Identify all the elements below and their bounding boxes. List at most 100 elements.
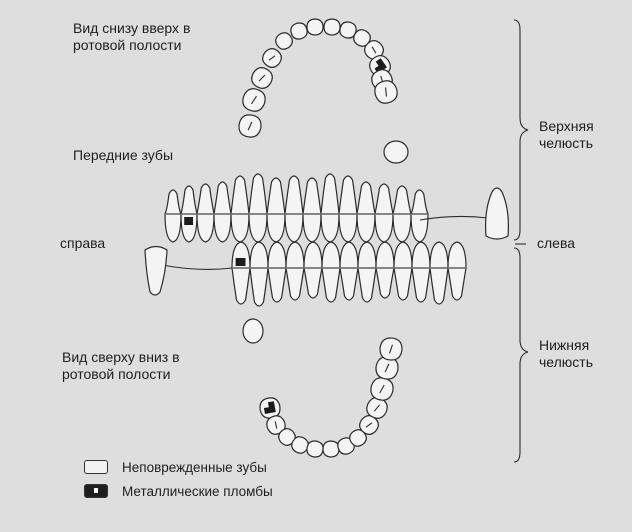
- upper-side-tooth: [410, 189, 429, 243]
- arch-tooth-groove: [373, 404, 381, 412]
- isolated-lower-molar: [144, 245, 168, 296]
- arch-tooth-groove: [384, 87, 388, 97]
- lower-side-tooth: [231, 241, 251, 305]
- intact-tooth-swatch: [84, 460, 108, 474]
- arch-tooth: [238, 114, 262, 138]
- lower-arch: [259, 337, 403, 458]
- upper-side-tooth-outline: [338, 175, 358, 243]
- lower-side-tooth-outline: [267, 241, 287, 303]
- upper-side-tooth-outline: [266, 177, 286, 243]
- lower-side-tooth-outline: [303, 241, 323, 299]
- arch-tooth: [323, 18, 341, 36]
- arch-tooth-groove: [379, 384, 385, 394]
- right-side-label: справа: [60, 235, 106, 251]
- arch-tooth: [242, 88, 266, 112]
- upper-side-tooth-outline: [302, 177, 322, 243]
- upper-side-tooth: [180, 185, 198, 243]
- upper-side-tooth: [284, 175, 304, 243]
- isolated-upper-molar: [485, 187, 509, 240]
- lower-side-tooth: [393, 241, 413, 301]
- metal-filling: [235, 258, 246, 266]
- upper-jaw-label: Верхняя челюсть: [539, 118, 594, 151]
- upper-side-tooth-outline: [230, 175, 250, 243]
- lower-side-tooth: [339, 241, 359, 301]
- lower-connector-line: [161, 264, 233, 270]
- upper-side-tooth: [302, 177, 322, 243]
- lower-side-tooth: [357, 241, 377, 303]
- upper-side-tooth: [196, 183, 215, 243]
- left-side-label: слева: [537, 235, 576, 251]
- upper-side-tooth-outline: [284, 175, 304, 243]
- lower-side-tooth: [285, 241, 305, 301]
- upper-side-tooth-outline: [196, 183, 215, 243]
- loose-upper-tooth: [383, 140, 409, 164]
- arch-tooth: [306, 18, 324, 36]
- lower-side-tooth-outline: [447, 241, 467, 301]
- upper-side-tooth-outline: [320, 173, 340, 243]
- metal-filling: [184, 217, 193, 225]
- upper-side-tooth-outline: [356, 181, 376, 243]
- upper-side-tooth-outline: [248, 173, 268, 243]
- upper-side-tooth: [266, 177, 286, 243]
- lower-side-tooth: [411, 241, 431, 303]
- lower-teeth-row: [231, 241, 467, 307]
- lower-jaw-label: Нижняя челюсть: [539, 337, 593, 370]
- upper-side-tooth-outline: [374, 183, 394, 243]
- upper-side-tooth-outline: [164, 189, 182, 243]
- arch-tooth-groove: [274, 421, 278, 429]
- arch-tooth-groove: [268, 55, 276, 61]
- arch-tooth-outline: [275, 32, 293, 50]
- upper-view-label: Вид снизу вверх в ротовой полости: [73, 20, 191, 53]
- upper-side-tooth: [164, 189, 182, 243]
- legend-intact: Неповрежденные зубы: [84, 457, 267, 477]
- extra-teeth: [144, 140, 509, 344]
- metal-filling: [374, 58, 387, 74]
- upper-side-tooth: [213, 181, 232, 243]
- lower-side-tooth-outline: [231, 241, 251, 305]
- upper-teeth-row: [164, 173, 429, 243]
- lower-side-tooth-outline: [429, 241, 449, 305]
- arch-tooth-groove: [258, 74, 266, 82]
- lower-side-tooth: [321, 241, 341, 303]
- arch-tooth-groove: [251, 95, 257, 105]
- arch-tooth-groove: [384, 363, 390, 373]
- metal-filling-swatch: [84, 484, 108, 498]
- upper-side-tooth-outline: [213, 181, 232, 243]
- upper-side-tooth: [392, 185, 412, 243]
- arch-tooth-outline: [306, 18, 324, 36]
- lower-side-tooth-outline: [321, 241, 341, 303]
- lower-side-tooth-outline: [411, 241, 431, 303]
- legend-metal-label: Металлические пломбы: [122, 483, 273, 499]
- upper-side-tooth-outline: [410, 189, 429, 243]
- upper-jaw-bracket: [513, 19, 529, 241]
- arch-tooth: [262, 48, 282, 68]
- upper-side-tooth: [248, 173, 268, 243]
- lower-side-tooth: [429, 241, 449, 305]
- lower-jaw-bracket: [513, 247, 529, 463]
- arch-tooth-outline: [322, 440, 340, 458]
- lower-side-tooth-outline: [357, 241, 377, 303]
- front-teeth-label: Передние зубы: [73, 147, 174, 163]
- arch-tooth: [275, 32, 293, 50]
- arch-tooth-outline: [323, 18, 341, 36]
- lower-side-tooth: [303, 241, 323, 299]
- upper-side-tooth: [356, 181, 376, 243]
- legend-metal-fillings: Металлические пломбы: [84, 481, 273, 501]
- lower-side-tooth: [447, 241, 467, 301]
- metal-filling: [263, 401, 276, 414]
- lower-side-tooth-outline: [285, 241, 305, 301]
- arch-tooth: [374, 80, 398, 104]
- upper-side-tooth: [230, 175, 250, 243]
- upper-connector-line: [419, 215, 489, 221]
- lower-side-tooth-outline: [375, 241, 395, 299]
- arch-tooth-outline: [290, 22, 308, 40]
- upper-side-tooth: [320, 173, 340, 243]
- legend-intact-label: Неповрежденные зубы: [122, 459, 267, 475]
- lower-side-tooth: [249, 241, 269, 307]
- arch-tooth: [322, 440, 340, 458]
- lower-side-tooth-outline: [339, 241, 359, 301]
- lower-side-tooth: [267, 241, 287, 303]
- upper-side-tooth: [374, 183, 394, 243]
